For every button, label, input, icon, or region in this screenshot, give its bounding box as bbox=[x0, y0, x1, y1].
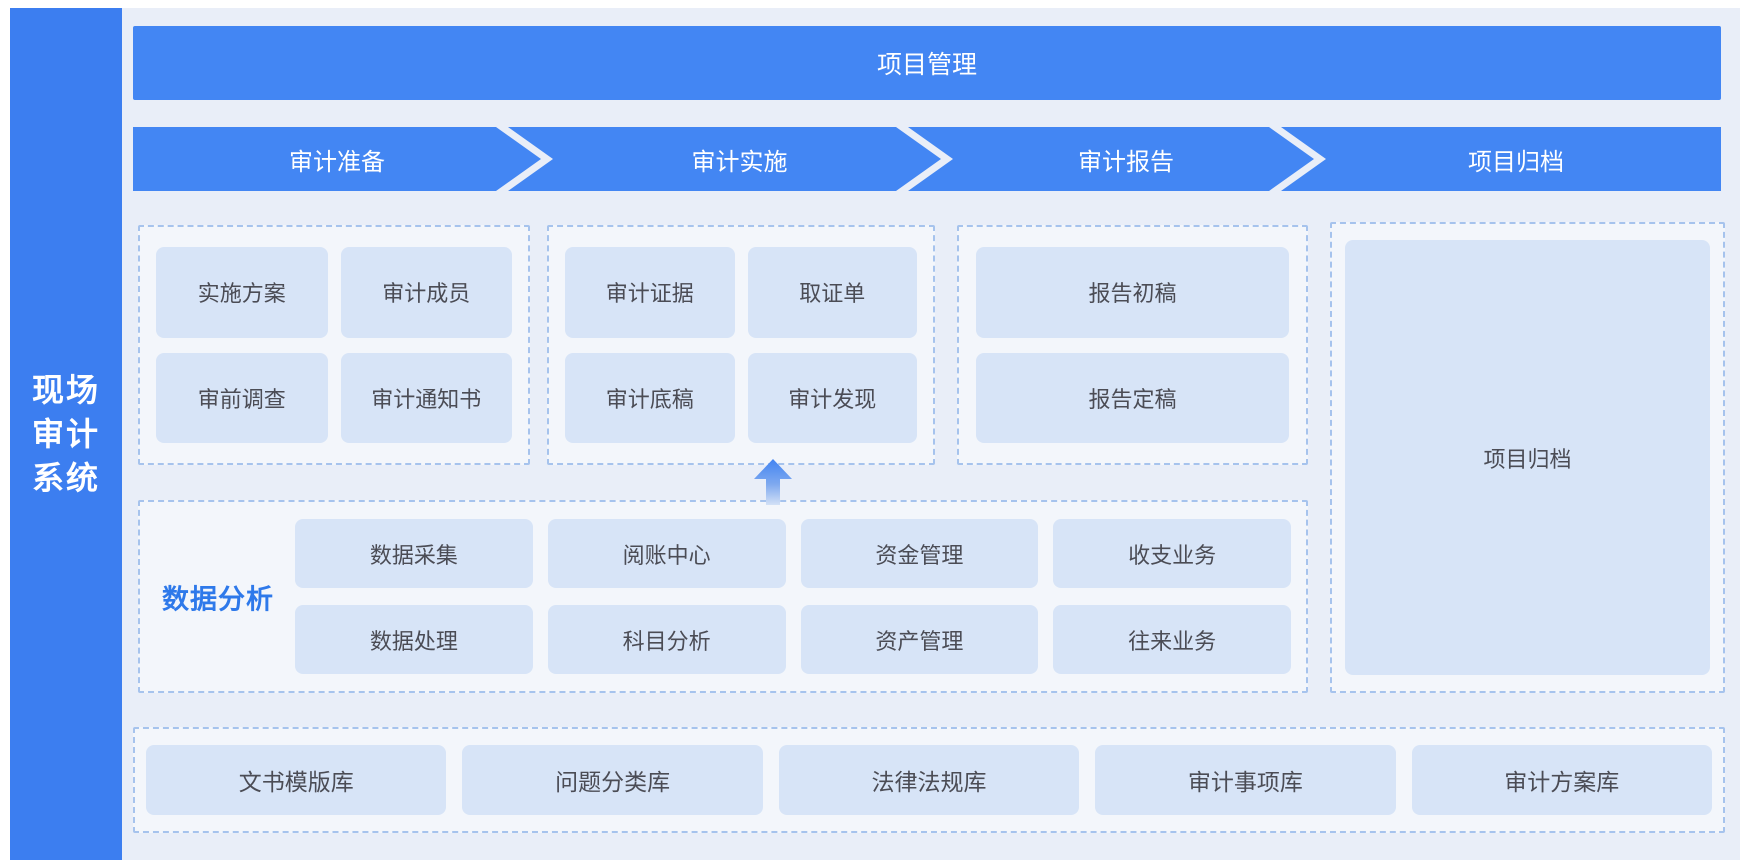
library-group: 文书模版库 问题分类库 法律法规库 审计事项库 审计方案库 bbox=[133, 727, 1725, 833]
module-implementation-plan[interactable]: 实施方案 bbox=[156, 247, 328, 338]
module-issue-classification-library[interactable]: 问题分类库 bbox=[462, 745, 763, 815]
module-income-expense-business[interactable]: 收支业务 bbox=[1053, 519, 1291, 588]
module-current-business[interactable]: 往来业务 bbox=[1053, 605, 1291, 674]
module-working-papers[interactable]: 审计底稿 bbox=[565, 352, 735, 443]
module-project-archive[interactable]: 项目归档 bbox=[1345, 240, 1710, 675]
stage-audit-implementation[interactable]: 审计实施 bbox=[508, 127, 941, 191]
system-title-line: 审计 bbox=[31, 416, 100, 452]
arrow-up-icon bbox=[753, 459, 793, 505]
project-management-banner: 项目管理 bbox=[133, 26, 1721, 100]
module-document-template-library[interactable]: 文书模版库 bbox=[146, 745, 447, 815]
module-account-review-center[interactable]: 阅账中心 bbox=[547, 519, 786, 588]
system-title-bar: 现场 审计 系统 bbox=[10, 8, 122, 860]
module-audit-notice[interactable]: 审计通知书 bbox=[340, 352, 512, 443]
module-report-final[interactable]: 报告定稿 bbox=[976, 352, 1289, 443]
stage-label: 审计准备 bbox=[289, 148, 385, 176]
module-asset-management[interactable]: 资产管理 bbox=[800, 605, 1039, 674]
module-report-draft[interactable]: 报告初稿 bbox=[976, 247, 1289, 338]
archive-module-group: 项目归档 bbox=[1330, 222, 1725, 693]
stage-label: 项目归档 bbox=[1468, 148, 1564, 176]
module-audit-plan-library[interactable]: 审计方案库 bbox=[1411, 745, 1712, 815]
system-title-line: 系统 bbox=[31, 460, 100, 496]
stage-audit-report[interactable]: 审计报告 bbox=[908, 127, 1314, 191]
data-analysis-group: 数据分析 数据采集 阅账中心 资金管理 收支业务 数据处理 科目分析 资产管理 … bbox=[138, 500, 1308, 693]
stage-label: 审计报告 bbox=[1078, 148, 1174, 176]
module-audit-findings[interactable]: 审计发现 bbox=[747, 352, 917, 443]
module-audit-matters-library[interactable]: 审计事项库 bbox=[1095, 745, 1396, 815]
module-audit-evidence[interactable]: 审计证据 bbox=[565, 247, 735, 338]
implementation-module-group: 审计证据 取证单 审计底稿 审计发现 bbox=[547, 225, 935, 465]
stage-label: 审计实施 bbox=[691, 148, 788, 176]
module-laws-regulations-library[interactable]: 法律法规库 bbox=[778, 745, 1080, 815]
data-analysis-label: 数据分析 bbox=[162, 584, 274, 614]
module-audit-members[interactable]: 审计成员 bbox=[340, 247, 512, 338]
banner-title: 项目管理 bbox=[876, 51, 977, 79]
preparation-module-group: 实施方案 审计成员 审前调查 审计通知书 bbox=[138, 225, 530, 465]
stage-audit-preparation[interactable]: 审计准备 bbox=[133, 127, 541, 191]
module-subject-analysis[interactable]: 科目分析 bbox=[547, 605, 786, 674]
module-pre-audit-survey[interactable]: 审前调查 bbox=[156, 352, 328, 443]
module-data-collection[interactable]: 数据采集 bbox=[295, 519, 533, 588]
module-data-processing[interactable]: 数据处理 bbox=[295, 605, 533, 674]
module-fund-management[interactable]: 资金管理 bbox=[800, 519, 1039, 588]
module-evidence-form[interactable]: 取证单 bbox=[747, 247, 917, 338]
system-title-line: 现场 bbox=[31, 372, 100, 408]
stage-flow: 审计准备 审计实施 审计报告 项目归档 bbox=[133, 127, 1721, 191]
report-module-group: 报告初稿 报告定稿 bbox=[957, 225, 1308, 465]
stage-project-archive[interactable]: 项目归档 bbox=[1281, 127, 1721, 191]
